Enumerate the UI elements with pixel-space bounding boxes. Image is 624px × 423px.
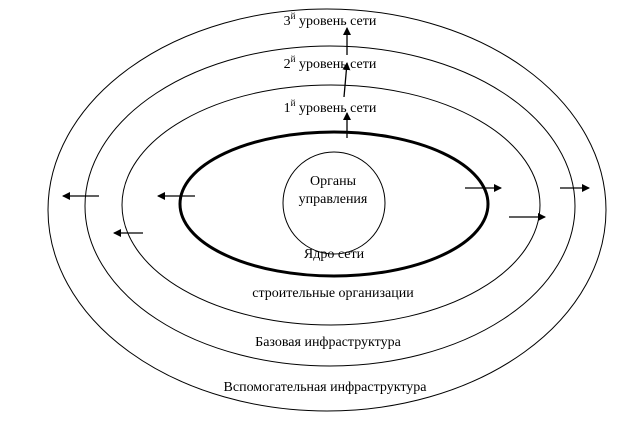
network-core-ellipse bbox=[178, 130, 490, 278]
core-label: Ядро сети bbox=[304, 247, 365, 262]
base-infrastructure-ring bbox=[84, 45, 576, 367]
level-1-label: 1й уровень сети bbox=[284, 98, 377, 116]
arrow-up-2 bbox=[342, 62, 351, 98]
level-2-label: 2й уровень сети bbox=[284, 54, 377, 72]
auxiliary-infrastructure-ring bbox=[47, 8, 607, 412]
construction-organizations-ring bbox=[121, 84, 541, 326]
base-infrastructure-label: Базовая инфраструктура bbox=[255, 335, 401, 350]
auxiliary-infrastructure-label: Вспомогательная инфраструктура bbox=[224, 380, 428, 395]
management-label-line2: управления bbox=[299, 192, 368, 207]
level-3-label: 3й уровень сети bbox=[284, 11, 377, 29]
management-circle bbox=[282, 151, 386, 255]
construction-organizations-label: строительные организации bbox=[252, 286, 414, 301]
management-label-line1: Органы bbox=[310, 174, 357, 189]
